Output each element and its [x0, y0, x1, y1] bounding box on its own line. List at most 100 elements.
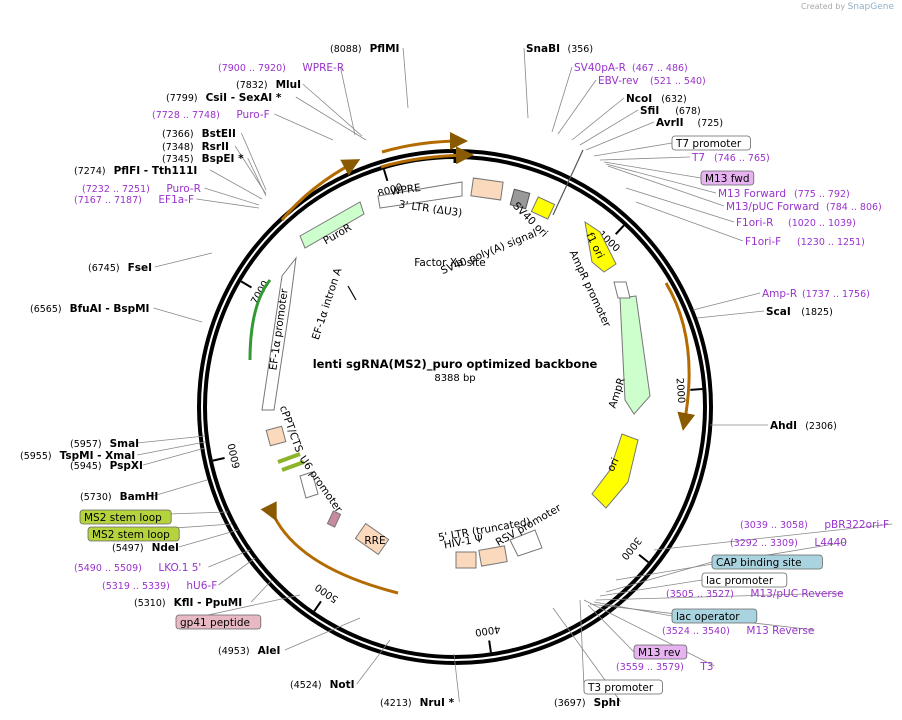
label-pos: (1737 .. 1756)	[802, 289, 870, 300]
tag-text: gp41 peptide	[180, 617, 250, 629]
label-name: hU6-F	[186, 580, 217, 592]
label-name: PflFI - Tth111I	[114, 165, 198, 177]
label-pos: (7799)	[166, 93, 198, 104]
arc-top-2	[380, 146, 474, 169]
label-name: BfuAI - BspMI	[70, 303, 150, 315]
label-pos: (7348)	[162, 142, 194, 153]
label-pos: (4953)	[218, 646, 250, 657]
tag-text: CAP binding site	[716, 557, 802, 569]
feature-label: RRE	[364, 535, 385, 547]
label-pos: (5319 .. 5339)	[102, 581, 170, 592]
site-label: (7366)BstEII	[162, 128, 236, 140]
primer-label: (7728 .. 7748)Puro-F	[152, 109, 270, 121]
label-name: BspEI *	[202, 153, 245, 165]
label-name: MluI	[276, 79, 301, 91]
primer-label: F1ori-F(1230 .. 1251)	[745, 236, 865, 248]
label-name: FseI	[128, 262, 152, 274]
label-pos: (467 .. 486)	[632, 63, 688, 74]
feature-tag: MS2 stem loop	[87, 526, 180, 542]
site-label: (4524)NotI	[290, 679, 355, 691]
label-pos: (1825)	[801, 307, 833, 318]
feature-sv40-ori	[530, 196, 556, 220]
label-name: Puro-F	[236, 109, 269, 121]
ruler-tick	[313, 600, 322, 612]
feature-arcs	[248, 132, 696, 595]
ruler-label: 2000	[673, 378, 686, 404]
feature-tag: M13 fwd	[700, 170, 755, 186]
tag-box	[671, 135, 751, 151]
label-name: WPRE-R	[302, 62, 344, 74]
label-pos: (8088)	[330, 44, 362, 55]
label-pos: (5955)	[20, 451, 52, 462]
label-pos: (784 .. 806)	[826, 202, 882, 213]
label-pos: (4524)	[290, 680, 322, 691]
feature-rsv-promoter	[509, 529, 543, 557]
site-label: (7832) MluI	[236, 79, 301, 91]
label-pos: (7832)	[236, 80, 268, 91]
label-pos: (3559 .. 3579)	[616, 662, 684, 673]
label-name: CsiI - SexAI *	[206, 92, 282, 104]
tag-text: MS2 stem loop	[92, 529, 170, 541]
ruler-label: 4000	[474, 623, 501, 638]
feature-5ltr	[455, 551, 477, 569]
feature-f1-ori	[584, 220, 617, 273]
feature-ampr	[619, 295, 651, 415]
tag-text: T3 promoter	[587, 682, 654, 694]
label-pos: (3292 .. 3309)	[730, 538, 798, 549]
label-pos: (3697)	[554, 698, 586, 709]
feature-ef1a-intron	[347, 285, 357, 301]
primer-label: (7167 .. 7187)EF1a-F	[74, 194, 194, 206]
label-name: F1ori-F	[745, 236, 781, 248]
feature-cppt	[265, 425, 287, 447]
ruler-label: 6000	[227, 442, 243, 469]
primer-label: (7900 .. 7920)WPRE-R	[218, 62, 344, 74]
feature-tag: MS2 stem loop	[79, 509, 172, 525]
label-name: PspXI	[110, 460, 143, 472]
label-name: T3	[699, 661, 713, 673]
label-name: LKO.1 5'	[158, 562, 201, 574]
feature-gp41	[326, 510, 342, 528]
label-name: NcoI	[626, 93, 652, 105]
tag-text: lac promoter	[706, 575, 774, 587]
site-label: (5945) PspXI	[70, 460, 143, 472]
credit-app: SnapGene	[847, 2, 894, 12]
primer-label: M13/pUC Forward(784 .. 806)	[726, 201, 882, 213]
label-pos: (7366)	[162, 129, 194, 140]
site-label: (5310)KflI - PpuMI	[134, 597, 242, 609]
site-label: (4213)NruI *	[380, 697, 455, 709]
feature-ampr-promoter	[613, 281, 631, 299]
arc-right	[664, 282, 696, 431]
tag-box	[87, 526, 180, 542]
feature-label: SV40 poly(A) signal	[439, 227, 539, 277]
primer-label: SV40pA-R(467 .. 486)	[574, 62, 688, 74]
arc-bottom-left	[260, 501, 399, 595]
feature-label: WPRE	[390, 182, 422, 198]
ruler-tick	[240, 280, 253, 289]
feature-shapes	[261, 149, 651, 569]
primer-label: M13 Forward(775 .. 792)	[718, 188, 850, 200]
label-pos: (7345)	[162, 154, 194, 165]
site-label: AhdI(2306)	[770, 420, 837, 432]
label-name: PflMI	[370, 43, 400, 55]
ruler-tick	[638, 553, 650, 564]
site-label: (7274)PflFI - Tth111I	[74, 165, 197, 177]
primer-label: T7(746 .. 765)	[691, 152, 770, 164]
label-name: L4440	[814, 537, 847, 549]
site-label: (4953)AleI	[218, 645, 280, 657]
site-label: (5497)NdeI	[112, 542, 179, 554]
site-label: ScaI(1825)	[766, 306, 833, 318]
feature-label: EF-1α promoter	[267, 287, 290, 371]
label-pos: (5730)	[80, 492, 112, 503]
feature-tag: M13 rev	[633, 644, 688, 660]
label-name: NruI *	[420, 697, 455, 709]
tag-text: M13 fwd	[705, 173, 750, 185]
label-name: M13 Forward	[718, 188, 786, 200]
label-pos: (5945)	[70, 461, 102, 472]
feature-label: 3' LTR (ΔU3)	[398, 199, 463, 220]
primer-label: EBV-rev(521 .. 540)	[598, 75, 706, 87]
feature-label: EF-1α intron A	[310, 266, 345, 342]
primer-label: Amp-R(1737 .. 1756)	[762, 288, 870, 300]
label-name: SfiI	[640, 105, 659, 117]
credit-prefix: Created by	[801, 2, 846, 11]
label-name: KflI - PpuMI	[174, 597, 243, 609]
